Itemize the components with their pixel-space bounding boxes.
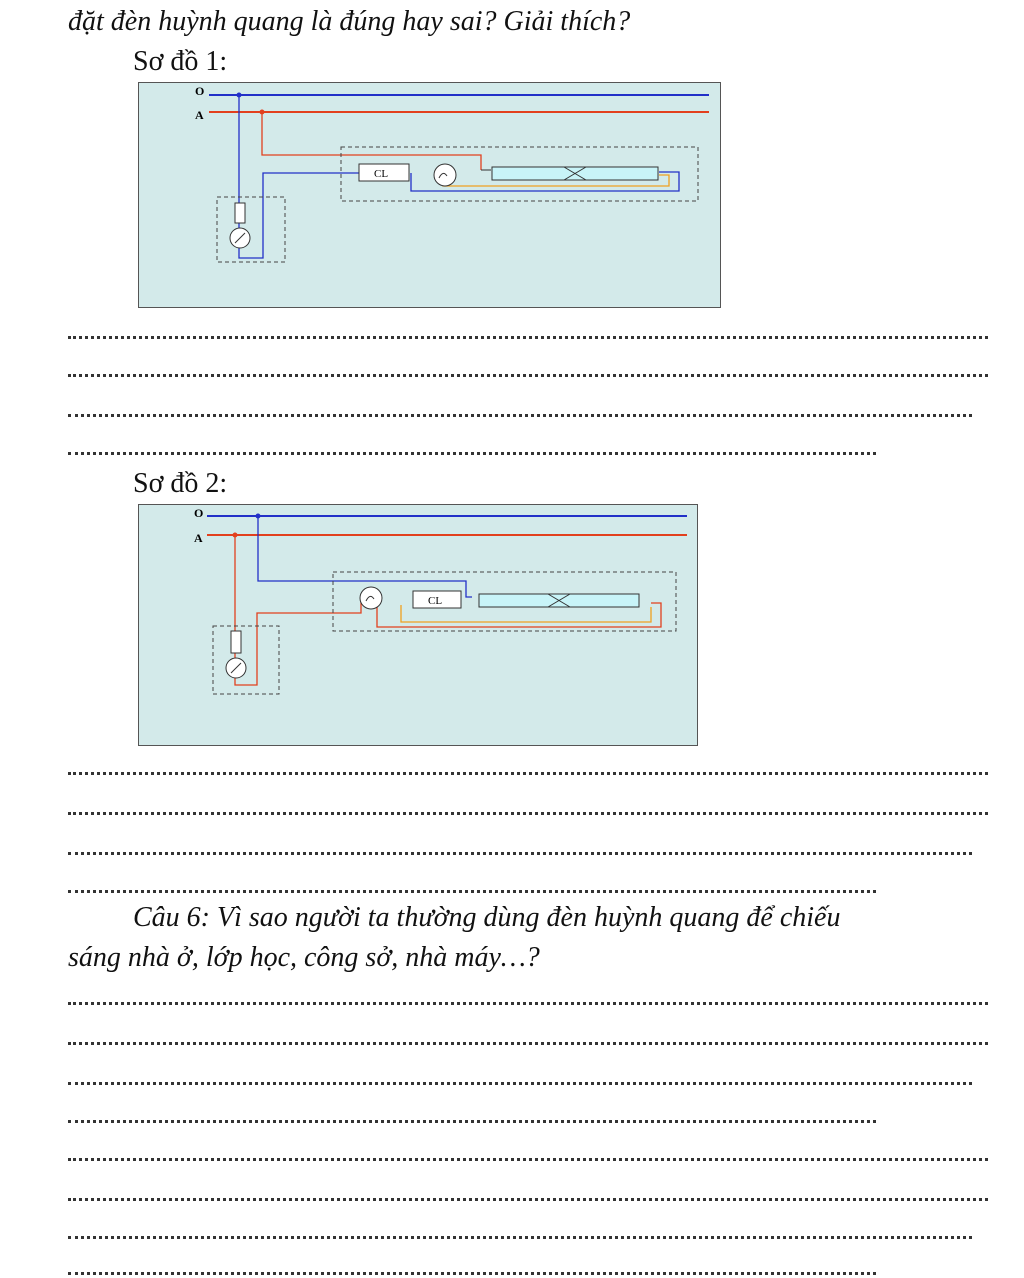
diagram1-label: Sơ đồ 1: <box>133 46 228 77</box>
diagram2-ballast <box>412 590 462 609</box>
diagram1-switch-box <box>216 196 286 263</box>
diagram1-lamp-enclosure <box>340 146 699 202</box>
diagram2-label: Sơ đồ 2: <box>133 468 228 499</box>
diagram1-wire-a-label: A <box>195 108 204 122</box>
diagram1-ballast-label: CL <box>374 168 388 180</box>
intro-question-line: đặt đèn huỳnh quang là đúng hay sai? Giả… <box>68 6 631 37</box>
diagram1-ballast <box>358 163 410 182</box>
answer-line[interactable] <box>68 888 876 893</box>
answer-line[interactable] <box>68 770 988 775</box>
answer-line[interactable] <box>68 1156 988 1161</box>
answer-line[interactable] <box>68 450 876 455</box>
diagram1-wire-o-label: O <box>195 84 204 98</box>
diagram2-wire-a-label: A <box>194 531 203 545</box>
diagram2-circuit: O A CL <box>138 504 698 746</box>
question6-line1: Câu 6: Vì sao người ta thường dùng đèn h… <box>133 902 841 933</box>
answer-line[interactable] <box>68 1234 972 1239</box>
answer-line[interactable] <box>68 1196 988 1201</box>
answer-line[interactable] <box>68 810 988 815</box>
answer-line[interactable] <box>68 412 972 417</box>
diagram1-circuit: O A CL <box>138 82 721 308</box>
answer-line[interactable] <box>68 334 988 339</box>
answer-line[interactable] <box>68 1118 876 1123</box>
answer-line[interactable] <box>68 1270 876 1275</box>
question6-line2: sáng nhà ở, lớp học, công sở, nhà máy…? <box>68 942 540 973</box>
answer-line[interactable] <box>68 1080 972 1085</box>
diagram2-switch-box <box>212 625 280 695</box>
answer-line[interactable] <box>68 1040 988 1045</box>
diagram1-fuse-icon <box>234 202 246 224</box>
answer-line[interactable] <box>68 1000 988 1005</box>
diagram2-starter-icon <box>359 586 383 610</box>
diagram2-lamp-enclosure <box>332 571 677 632</box>
diagram2-fuse-icon <box>230 630 242 654</box>
answer-line[interactable] <box>68 850 972 855</box>
diagram2-wire-o-label: O <box>194 506 203 520</box>
diagram2-ballast-label: CL <box>428 595 442 607</box>
answer-line[interactable] <box>68 372 988 377</box>
diagram1-starter-icon <box>433 163 457 187</box>
